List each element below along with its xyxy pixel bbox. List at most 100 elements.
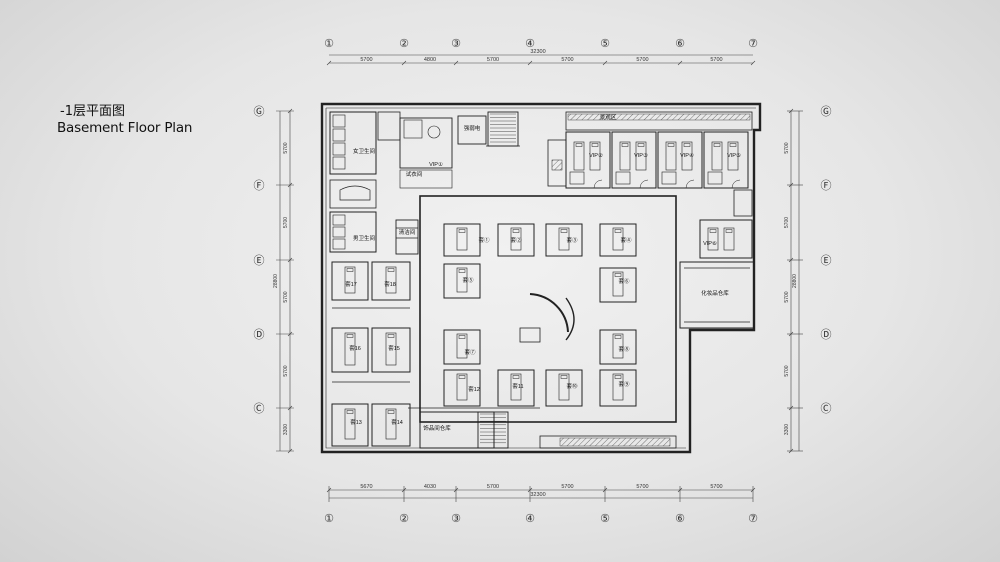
vip-bath (569, 171, 585, 185)
bed-pillow (346, 334, 354, 338)
bed-pillow (560, 375, 568, 379)
bed-pillow (667, 143, 675, 147)
room-label-r16: 套16 (349, 344, 361, 352)
dim-slash-top (602, 60, 608, 66)
bed-pillow (709, 229, 717, 233)
dim-slash-bottom (527, 487, 533, 493)
grid-col-bottom: ⑥ (675, 513, 685, 525)
dim-total-right: 28800 (792, 274, 798, 288)
room-6 (599, 267, 637, 303)
bed-pillow (614, 273, 622, 277)
toilet-stall (332, 114, 346, 128)
vip-suite-5 (699, 219, 753, 259)
treatment-bed (385, 266, 397, 294)
room-7 (443, 329, 481, 365)
bed-pillow (458, 375, 466, 379)
treatment-bed (344, 266, 356, 294)
bed-pillow (387, 410, 395, 414)
treatment-bed (344, 332, 356, 366)
dim-slash-top (677, 60, 683, 66)
dim-value-right: 5700 (784, 142, 790, 153)
stair-bottom (477, 411, 509, 449)
bed-pillow (560, 229, 568, 233)
cosmetic-storage (679, 261, 755, 329)
dim-value-left: 5700 (283, 365, 289, 376)
room-label-r13: 套13 (350, 418, 362, 426)
room-13 (331, 403, 369, 447)
vip-suite (657, 131, 703, 189)
room-label-r9: 套⑨ (618, 380, 630, 388)
dim-value-top: 5700 (561, 57, 573, 63)
washbasin-counter (339, 185, 371, 201)
treatment-bed (589, 141, 601, 171)
treatment-bed (510, 227, 522, 251)
service-room (377, 111, 401, 141)
dim-slash-left (287, 405, 293, 411)
dim-value-bottom: 4030 (424, 484, 436, 490)
treatment-bed (385, 408, 397, 440)
treatment-bed (612, 373, 624, 401)
grid-row-right: Ⓕ (821, 179, 832, 192)
room-label-female_wc: 女卫生间 (353, 147, 375, 155)
room-label-vip5: VIP⑤ (727, 152, 741, 159)
grid-row-left: Ⓖ (254, 105, 265, 118)
treatment-bed (727, 141, 739, 171)
dim-value-top: 5700 (487, 57, 499, 63)
toilet-stall (332, 128, 346, 142)
vip-suite (611, 131, 657, 189)
vip-door (593, 179, 603, 189)
treatment-bed (385, 332, 397, 366)
grid-col-top: ⑤ (600, 38, 610, 50)
treatment-bed (612, 271, 624, 297)
treatment-bed (456, 227, 468, 251)
room-5 (443, 263, 481, 299)
bottom-hatch (559, 437, 671, 447)
room-label-goods_store: 饰品间仓库 (423, 424, 451, 432)
exterior-wall-inner (325, 108, 686, 449)
grid-col-bottom: ③ (451, 513, 461, 525)
power-room (457, 115, 487, 145)
fitting-room (399, 117, 453, 169)
curved-screen (565, 297, 575, 341)
grid-col-bottom: ① (324, 513, 334, 525)
grid-row-left: Ⓕ (254, 179, 265, 192)
bed-pillow (614, 335, 622, 339)
bed-pillow (713, 143, 721, 147)
washroom-area (329, 179, 377, 209)
dim-slash-bottom (677, 487, 683, 493)
dim-value-top: 5700 (360, 57, 372, 63)
dim-slash-top (750, 60, 756, 66)
dim-value-bottom: 5670 (360, 484, 372, 490)
bed-pillow (614, 229, 622, 233)
vip-door (685, 179, 695, 189)
bed-pillow (387, 268, 395, 272)
room-15 (371, 327, 411, 373)
treatment-bed (635, 141, 647, 171)
dim-value-left: 5700 (283, 291, 289, 302)
room-label-cosmetic_store: 化妆品仓库 (701, 289, 729, 297)
dim-slash-right (788, 448, 794, 454)
dim-value-bottom: 5700 (636, 484, 648, 490)
dim-slash-right (788, 405, 794, 411)
dim-slash-top (527, 60, 533, 66)
dim-value-top: 5700 (636, 57, 648, 63)
vip-bath (615, 171, 631, 185)
bed-pillow (637, 143, 645, 147)
scenic-hatch (567, 113, 751, 121)
room-label-r4: 套④ (620, 236, 632, 244)
grid-row-right: Ⓖ (821, 105, 832, 118)
dim-slash-right (788, 108, 794, 114)
bed-pillow (575, 143, 583, 147)
vip-door (731, 179, 741, 189)
treatment-bed (510, 373, 522, 401)
dim-slash-left (287, 448, 293, 454)
room-label-janitor: 清洁间 (399, 228, 416, 236)
dim-value-left: 5700 (283, 142, 289, 153)
room-label-r10: 套⑩ (566, 382, 578, 390)
reception-desk (519, 327, 541, 343)
bed-pillow (387, 334, 395, 338)
dim-slash-top (453, 60, 459, 66)
room-9 (599, 369, 637, 407)
bed-pillow (729, 143, 737, 147)
